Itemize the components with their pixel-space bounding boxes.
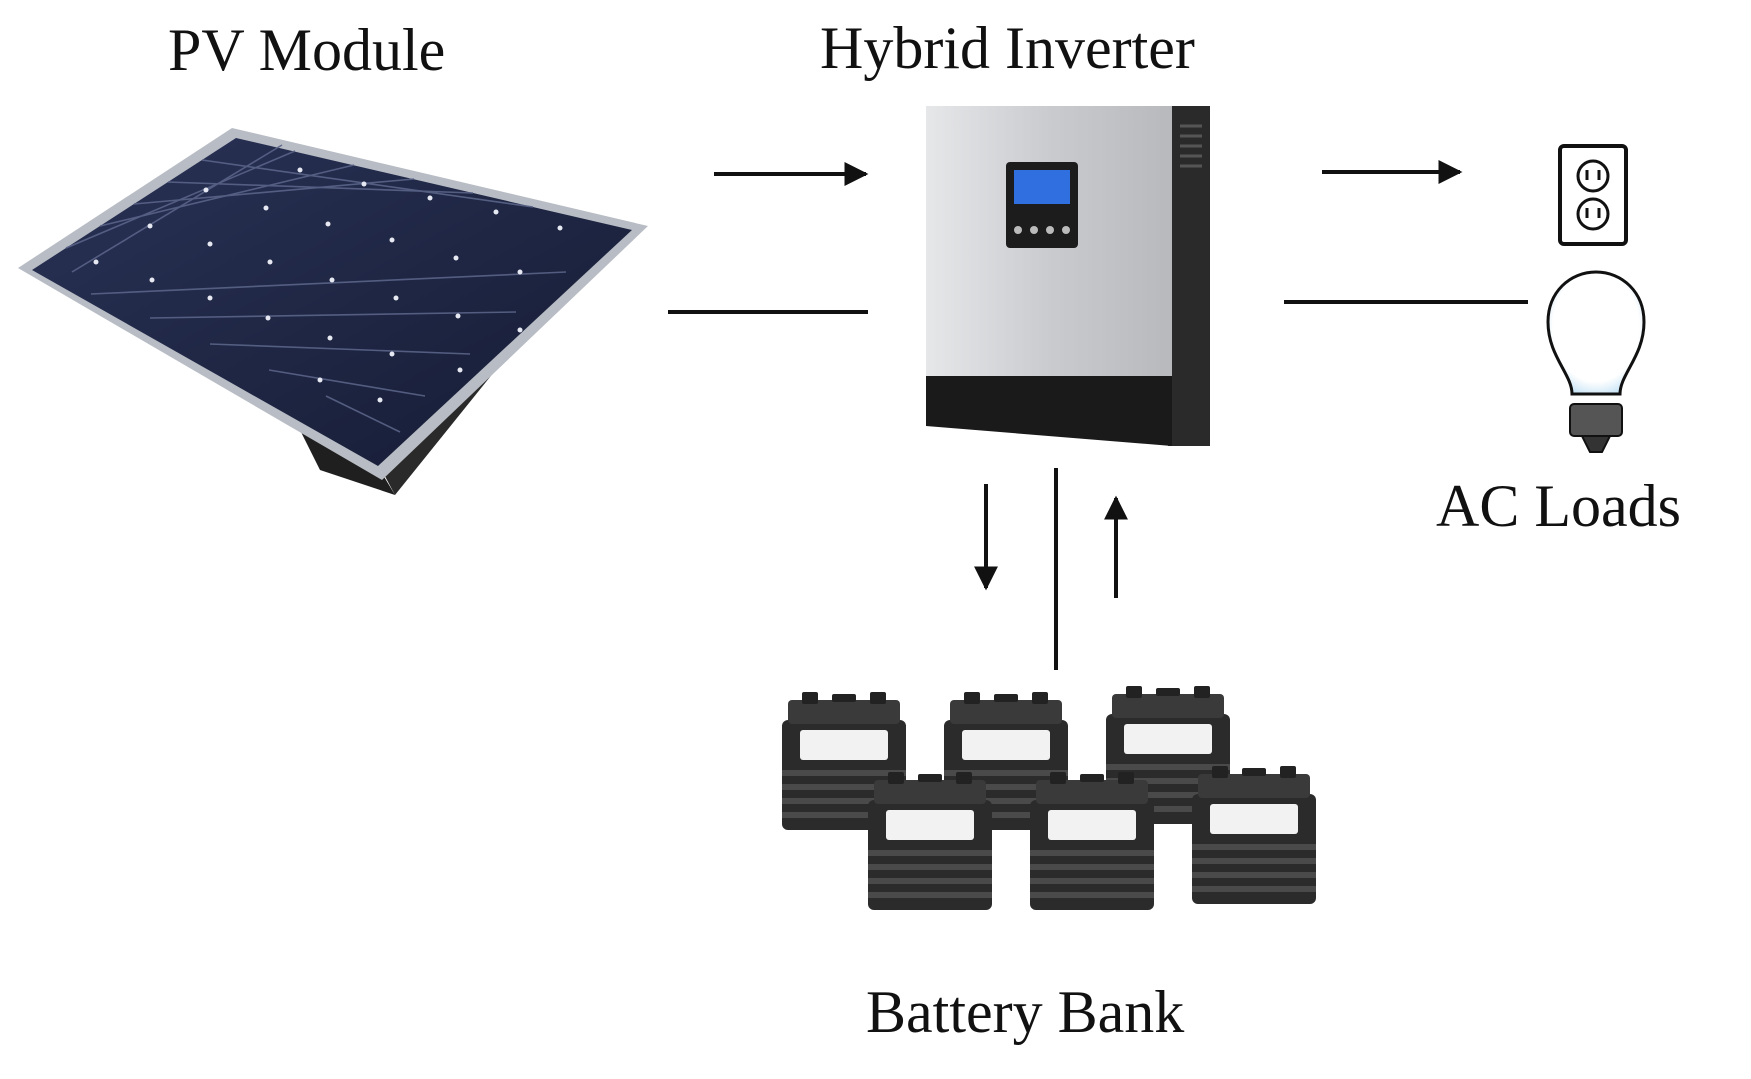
hybrid-inverter-label: Hybrid Inverter [820,15,1195,81]
battery-icon [1192,766,1316,904]
battery-bank [782,686,1316,910]
battery-icon [1030,772,1154,910]
light-bulb-icon [1546,270,1646,453]
inverter-icon [926,106,1210,446]
power-outlet-icon [1558,144,1628,246]
ac-loads-label: AC Loads [1436,473,1681,539]
pv-module-label: PV Module [168,17,446,83]
solar-panel-icon [18,128,648,495]
battery-icon [868,772,992,910]
battery-bank-label: Battery Bank [866,979,1185,1045]
